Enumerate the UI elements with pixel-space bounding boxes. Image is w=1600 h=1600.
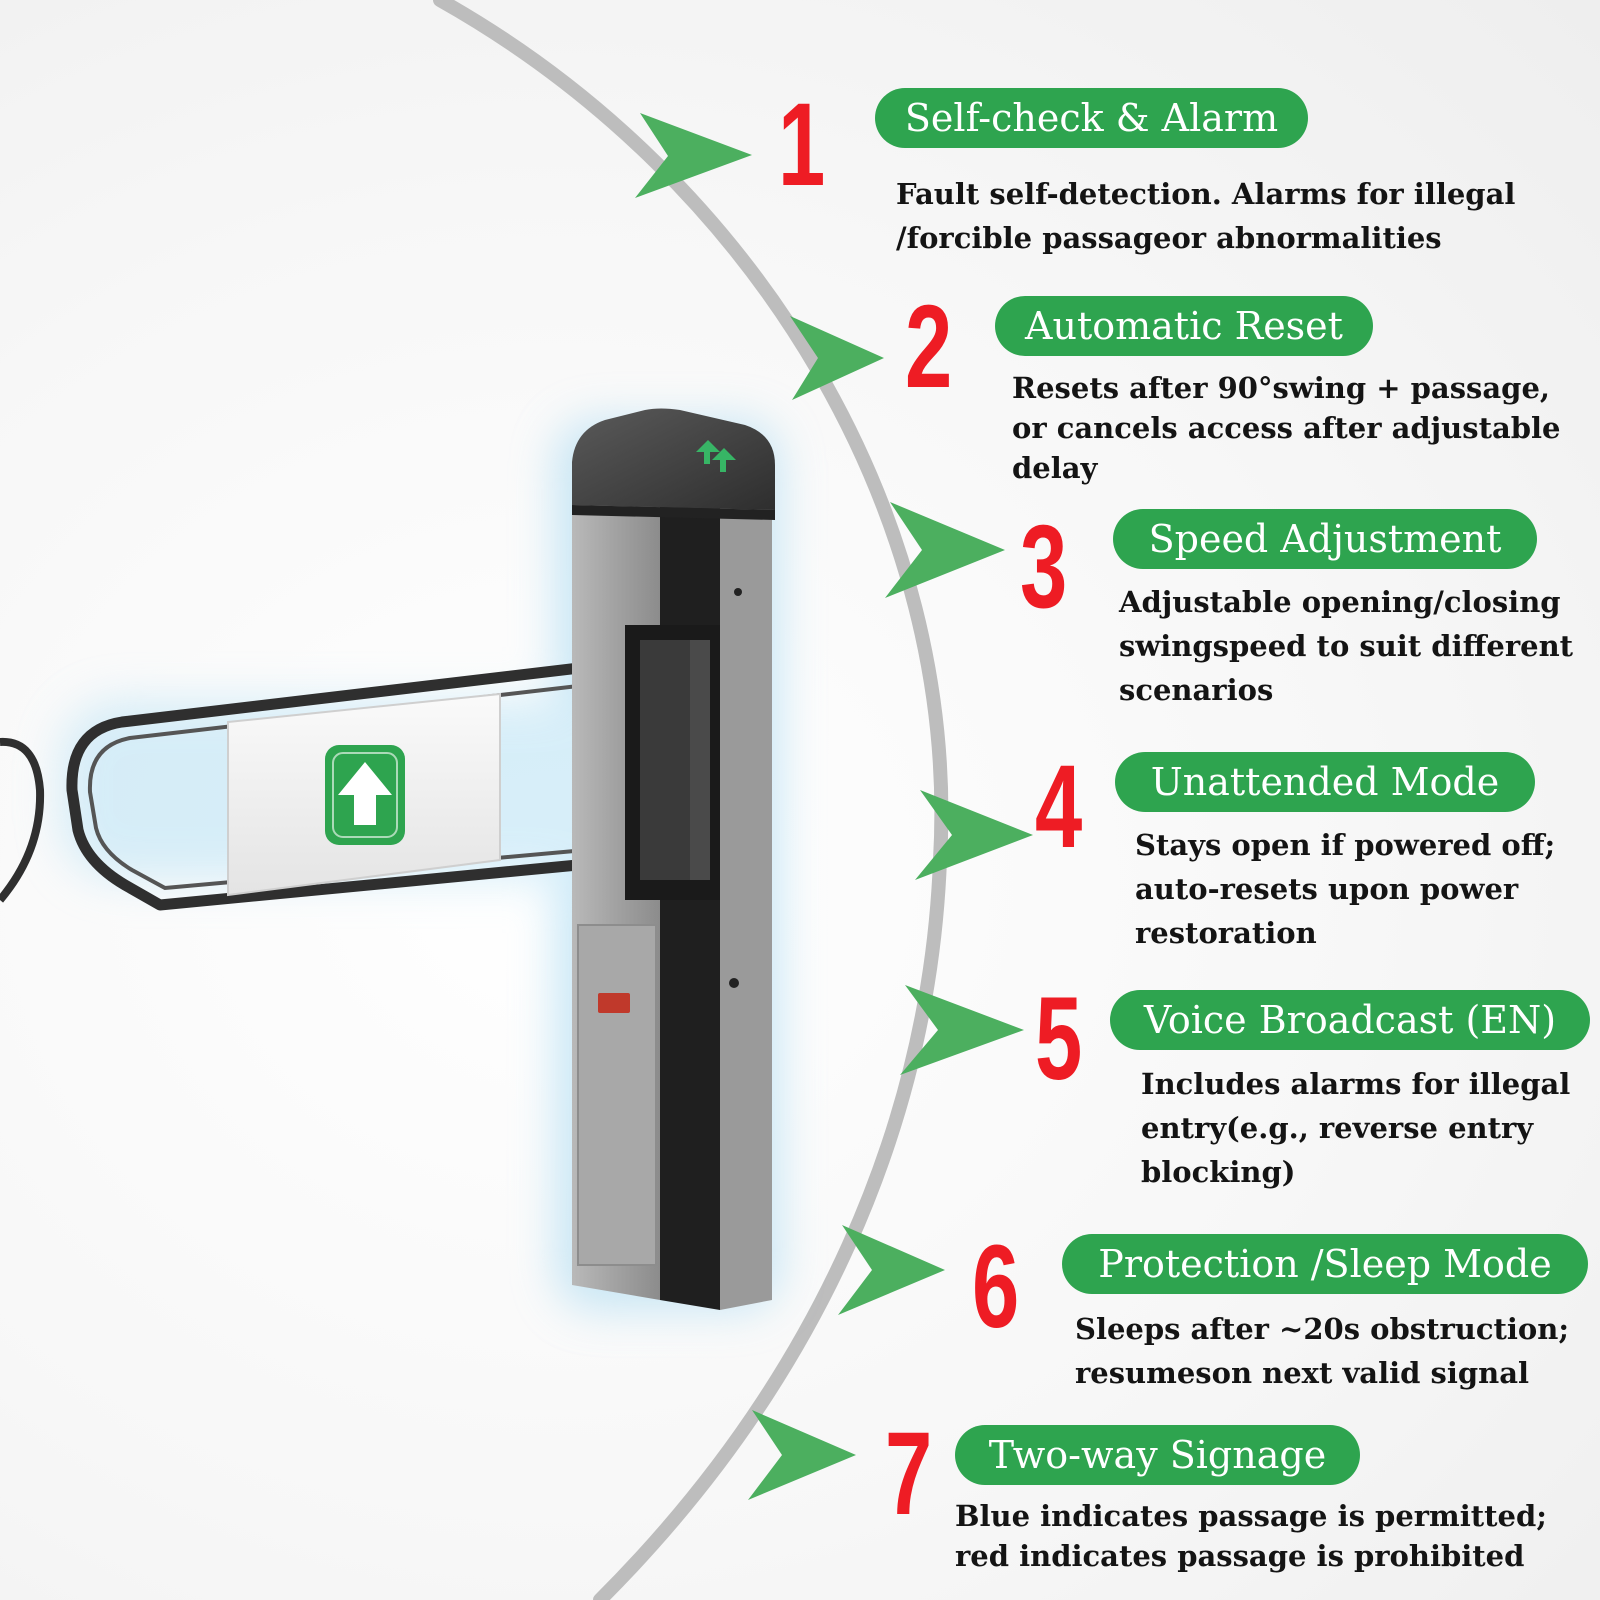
feature-6-title: Protection /Sleep Mode [1062, 1234, 1588, 1294]
description-line: auto-resets upon power [1135, 872, 1519, 906]
pointer-arrow-5 [900, 985, 1024, 1075]
background-arc [433, 0, 949, 1600]
description-line: blocking) [1141, 1155, 1296, 1189]
description-line: Includes alarms for illegal [1141, 1067, 1571, 1101]
gate-post [572, 408, 775, 1310]
pointer-arrow-6 [838, 1225, 945, 1315]
feature-6-number: 6 [972, 1221, 1020, 1353]
description-line: Stays open if powered off; [1135, 828, 1556, 862]
feature-5-number: 5 [1035, 973, 1083, 1105]
description-line: Fault self-detection. Alarms for illegal [896, 177, 1516, 211]
feature-3-description: Adjustable opening/closing swingspeed to… [1119, 580, 1573, 712]
feature-2-description: Resets after 90°swing + passage, or canc… [1012, 368, 1561, 488]
pointer-arrow-3 [885, 502, 1005, 598]
arrow-matrix-icon [696, 440, 736, 472]
description-line: swingspeed to suit different [1119, 629, 1574, 663]
gate-arm [66, 656, 631, 911]
feature-7-number: 7 [885, 1408, 933, 1540]
feature-1-number: 1 [778, 79, 826, 211]
feature-4-description: Stays open if powered off; auto-resets u… [1135, 823, 1555, 955]
description-line: restoration [1135, 916, 1317, 950]
feature-6-description: Sleeps after ~20s obstruction; resumeson… [1075, 1307, 1569, 1395]
description-line: /forcible passageor abnormalities [896, 221, 1442, 255]
up-arrow-icon [325, 745, 405, 845]
feature-3-number: 3 [1020, 501, 1068, 633]
feature-3-title: Speed Adjustment [1113, 509, 1537, 569]
description-line: scenarios [1119, 673, 1274, 707]
description-line: Sleeps after ~20s obstruction; [1075, 1312, 1570, 1346]
description-line: Resets after 90°swing + passage, [1012, 371, 1550, 405]
adjacent-gate-arm [0, 737, 45, 903]
feature-5-title: Voice Broadcast (EN) [1110, 990, 1590, 1050]
pointer-arrow-2 [790, 316, 884, 400]
description-line: delay [1012, 451, 1098, 485]
feature-4-number: 4 [1035, 741, 1083, 873]
feature-1-description: Fault self-detection. Alarms for illegal… [896, 172, 1515, 260]
feature-1-title: Self-check & Alarm [875, 88, 1308, 148]
description-line: entry(e.g., reverse entry [1141, 1111, 1534, 1145]
feature-7-title: Two-way Signage [955, 1425, 1360, 1485]
feature-2-title: Automatic Reset [995, 296, 1373, 356]
description-line: red indicates passage is prohibited [955, 1539, 1525, 1573]
feature-4-title: Unattended Mode [1115, 752, 1535, 812]
pointer-arrows [635, 113, 1033, 1500]
description-line: resumeson next valid signal [1075, 1356, 1530, 1390]
pointer-arrow-1 [635, 113, 752, 198]
feature-7-description: Blue indicates passage is permitted; red… [955, 1496, 1547, 1576]
description-line: or cancels access after adjustable [1012, 411, 1561, 445]
feature-2-number: 2 [905, 281, 953, 413]
pointer-arrow-7 [748, 1410, 856, 1500]
pointer-arrow-4 [915, 790, 1033, 880]
description-line: Blue indicates passage is permitted; [955, 1499, 1547, 1533]
feature-5-description: Includes alarms for illegal entry(e.g., … [1141, 1062, 1570, 1194]
description-line: Adjustable opening/closing [1119, 585, 1561, 619]
